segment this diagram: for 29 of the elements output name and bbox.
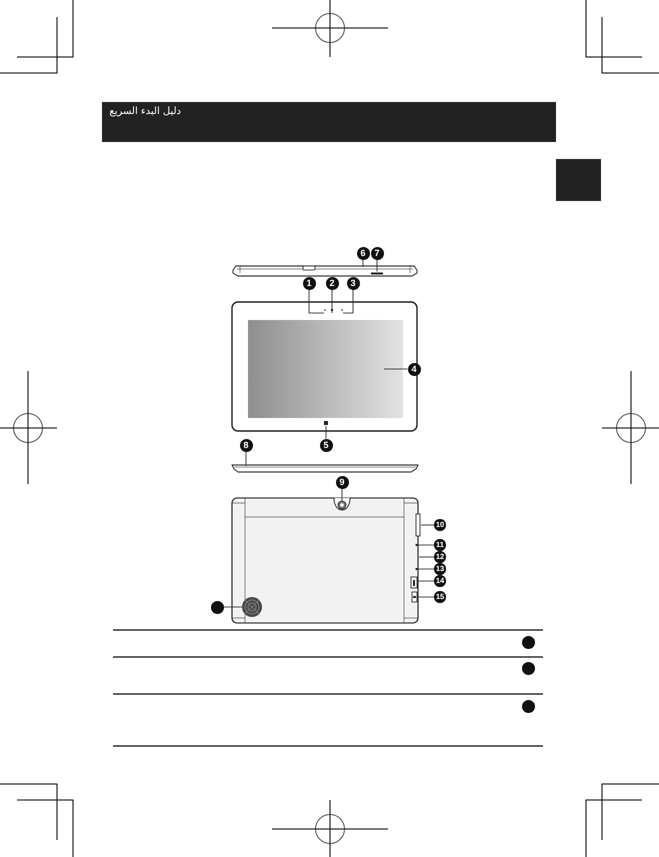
leader-line [418, 568, 435, 570]
leader-line [418, 556, 435, 558]
callout-dot [522, 662, 534, 674]
callout-dot [522, 636, 534, 648]
tablet-bottom-edge [231, 464, 419, 473]
callout-dot [210, 600, 224, 614]
callout-number: 6 [356, 246, 370, 260]
callout-number: 7 [370, 246, 384, 260]
leader-line [342, 289, 354, 314]
leader-line [223, 606, 242, 608]
callout-number: 5 [320, 438, 332, 452]
tablet-top-edge [232, 265, 418, 277]
callout-number: 8 [240, 438, 252, 452]
leader-line [420, 524, 435, 526]
tablet-back [231, 497, 421, 624]
leader-line [362, 259, 364, 268]
leader-line [376, 259, 378, 272]
callout-number: 3 [346, 276, 360, 290]
callout-dot [522, 700, 534, 712]
title: دليل البدء السريع [109, 106, 181, 118]
callout-number: 2 [326, 276, 338, 290]
callout-number: 1 [302, 276, 316, 290]
leader-line [418, 544, 435, 546]
callout-number: 9 [336, 476, 348, 488]
leader-line [308, 289, 324, 314]
tablet-front [231, 301, 418, 432]
leader-line [418, 580, 435, 582]
leader-line [418, 596, 435, 598]
leader-line [384, 368, 408, 370]
